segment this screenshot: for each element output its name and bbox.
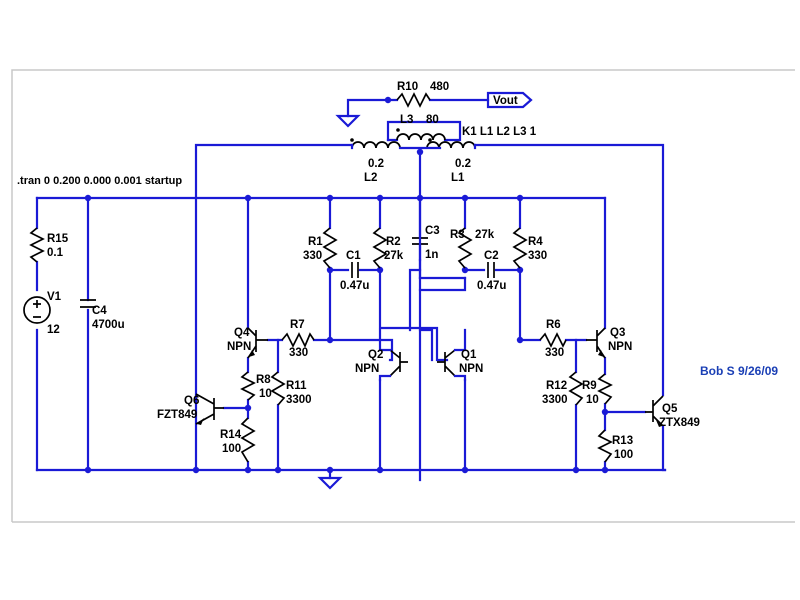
label-q2-name: Q2: [368, 349, 383, 361]
capacitor-c1[interactable]: [351, 262, 359, 278]
label-r12-value: 3300: [542, 394, 568, 406]
labels: R10 480 L3 80 K1 L1 L2 L3 1 0.2 L2 0.2 L…: [17, 81, 778, 461]
label-c1-value: 0.47u: [340, 280, 369, 292]
resistor-r15[interactable]: [29, 227, 45, 263]
resistor-r9[interactable]: [597, 373, 613, 405]
resistor-r1[interactable]: [322, 227, 338, 269]
label-c3-name: C3: [425, 225, 440, 237]
label-q4-value: NPN: [227, 341, 251, 353]
label-r1-name: R1: [308, 236, 323, 248]
label-l3-value: 80: [426, 114, 439, 126]
resistor-r11[interactable]: [270, 371, 286, 406]
label-r13-value: 100: [614, 449, 633, 461]
label-r10-name: R10: [397, 81, 418, 93]
label-r2-value: 27k: [384, 250, 404, 262]
inductor-l1[interactable]: [426, 138, 476, 149]
resistor-r13[interactable]: [597, 429, 613, 463]
label-r3-name: R3: [450, 229, 465, 241]
transistor-q2[interactable]: [378, 328, 408, 382]
resistor-r7[interactable]: [281, 332, 315, 349]
inductor-l2[interactable]: [350, 138, 401, 149]
label-r13-name: R13: [612, 435, 633, 447]
label-q1-value: NPN: [459, 363, 483, 375]
transistor-q3[interactable]: [586, 327, 606, 359]
label-c2-value: 0.47u: [477, 280, 506, 292]
resistor-r3[interactable]: [457, 227, 473, 269]
ground-symbol-bottom: [317, 476, 343, 490]
label-r7-value: 330: [289, 347, 308, 359]
label-r3-value: 27k: [475, 229, 495, 241]
label-r6-name: R6: [546, 319, 561, 331]
label-l3-name: L3: [400, 114, 413, 126]
resistor-r10[interactable]: [396, 92, 431, 108]
label-r1-value: 330: [303, 250, 322, 262]
window-border: [11, 69, 795, 522]
label-q6-name: Q6: [184, 395, 199, 407]
label-r4-value: 330: [528, 250, 547, 262]
transistor-q4[interactable]: [247, 327, 268, 359]
label-r11-name: R11: [286, 380, 307, 392]
label-q2-value: NPN: [355, 363, 379, 375]
label-q5-value: ZTX849: [659, 417, 700, 429]
capacitor-c4[interactable]: [80, 299, 96, 308]
label-r15-name: R15: [47, 233, 69, 245]
label-r14-name: R14: [220, 429, 242, 441]
label-c4-name: C4: [92, 305, 107, 317]
coupling-statement: K1 L1 L2 L3 1: [462, 126, 537, 138]
resistor-r14[interactable]: [240, 417, 256, 463]
label-l1-name: L1: [451, 172, 465, 184]
label-r12-name: R12: [546, 380, 567, 392]
vout-flag[interactable]: Vout: [486, 91, 533, 109]
label-r11-value: 3300: [286, 394, 312, 406]
label-q3-value: NPN: [608, 341, 632, 353]
label-c1-name: C1: [346, 250, 361, 262]
transistor-q5[interactable]: [645, 395, 667, 472]
voltage-source-v1[interactable]: [23, 296, 51, 324]
ground-symbol-top: [335, 114, 361, 128]
label-r9-value: 10: [586, 394, 599, 406]
label-c4-value: 4700u: [92, 319, 125, 331]
label-q6-value: FZT849: [157, 409, 197, 421]
label-r10-value: 480: [430, 81, 449, 93]
label-l2-value: 0.2: [368, 158, 384, 170]
label-v1-name: V1: [47, 291, 62, 303]
label-q5-name: Q5: [662, 403, 678, 415]
spice-directive: .tran 0 0.200 0.000 0.001 startup: [17, 175, 182, 187]
label-r4-name: R4: [528, 236, 543, 248]
resistor-r2[interactable]: [372, 227, 388, 269]
label-r2-name: R2: [386, 236, 401, 248]
resistor-r12[interactable]: [568, 371, 584, 406]
vout-label: Vout: [493, 95, 518, 107]
author-signature: Bob S 9/26/09: [700, 364, 778, 378]
label-c2-name: C2: [484, 250, 499, 262]
label-r15-value: 0.1: [47, 247, 64, 259]
label-v1-value: 12: [47, 324, 60, 336]
transistor-q6[interactable]: [195, 393, 224, 425]
label-r8-value: 10: [259, 388, 272, 400]
label-r7-name: R7: [290, 319, 305, 331]
label-q4-name: Q4: [234, 327, 250, 339]
label-c3-value: 1n: [425, 249, 438, 261]
label-q3-name: Q3: [610, 327, 625, 339]
transistor-q1[interactable]: [437, 328, 467, 382]
capacitor-c2[interactable]: [487, 262, 495, 278]
label-q1-name: Q1: [461, 349, 477, 361]
junctions: [84, 96, 609, 474]
capacitor-c3[interactable]: [412, 196, 428, 262]
inductor-l3[interactable]: [396, 128, 446, 141]
label-r9-name: R9: [582, 380, 597, 392]
resistor-r4[interactable]: [512, 227, 528, 269]
label-l2-name: L2: [364, 172, 377, 184]
resistor-r6[interactable]: [539, 332, 567, 348]
resistor-r8[interactable]: [240, 371, 256, 401]
label-r8-name: R8: [256, 374, 271, 386]
label-l1-value: 0.2: [455, 158, 471, 170]
label-r6-value: 330: [545, 347, 564, 359]
label-r14-value: 100: [222, 443, 241, 455]
